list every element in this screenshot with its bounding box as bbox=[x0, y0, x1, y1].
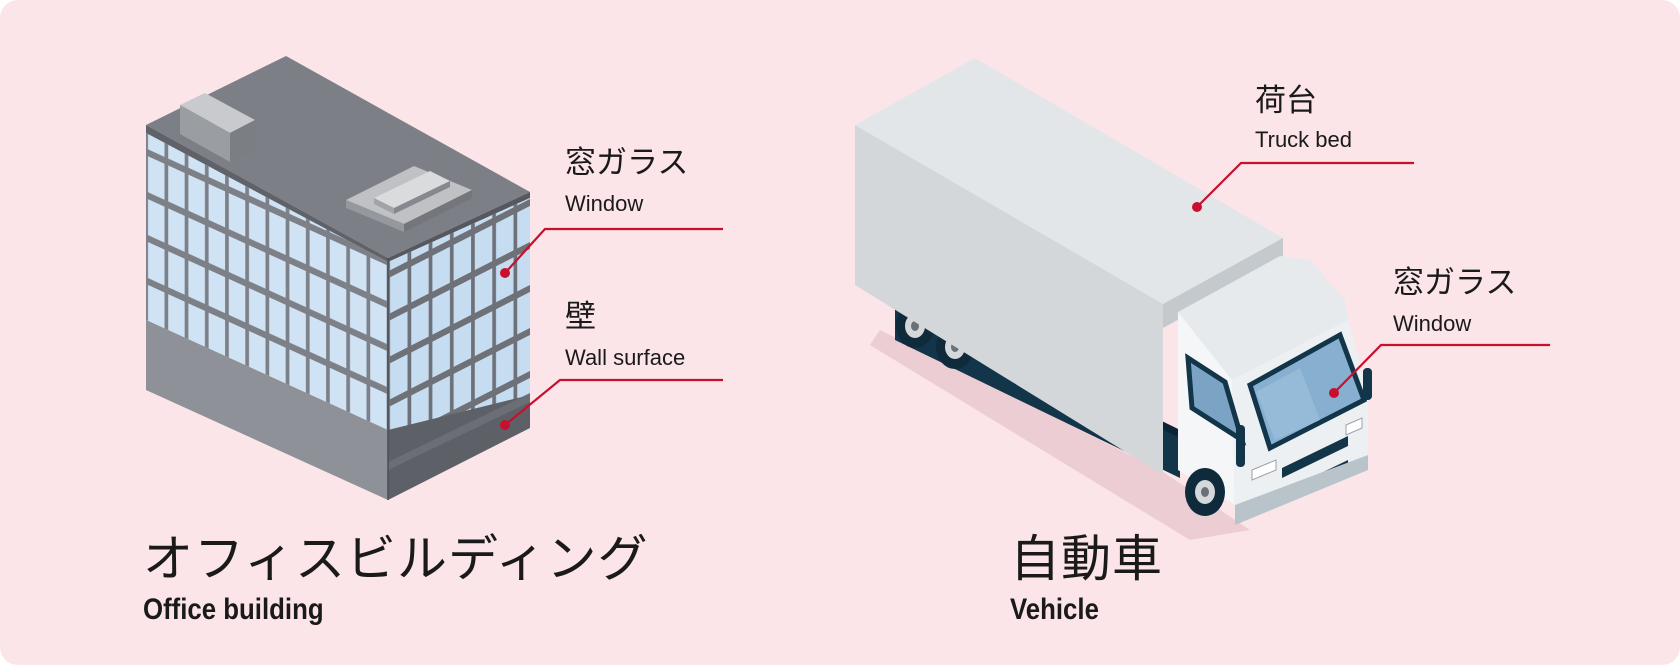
office-building-illustration bbox=[146, 56, 530, 500]
building-wall-label-jp: 壁 bbox=[565, 299, 596, 335]
building-wall-left bbox=[146, 320, 388, 500]
building-wall-label-en: Wall surface bbox=[565, 345, 686, 370]
truck-bed-side bbox=[855, 125, 1163, 475]
building-wall-right bbox=[388, 395, 530, 500]
vehicle-title-jp: 自動車 bbox=[1010, 530, 1163, 588]
truck-cab-roof bbox=[1178, 256, 1348, 380]
building-window-label-en: Window bbox=[565, 191, 644, 216]
truck-illustration bbox=[855, 58, 1372, 540]
building-window-facade-left bbox=[146, 133, 388, 430]
building-window-facade-right bbox=[388, 198, 530, 466]
callout-truck-bed bbox=[1196, 161, 1414, 208]
truck-bed-top bbox=[855, 58, 1283, 304]
truck-wheel bbox=[1185, 468, 1225, 516]
truck-bed-label-en: Truck bed bbox=[1255, 127, 1353, 152]
vehicle-title-en: Vehicle bbox=[1010, 593, 1099, 626]
truck-window-label-en: Window bbox=[1393, 311, 1472, 336]
rooftop-unit bbox=[180, 93, 255, 133]
callout-dots bbox=[500, 202, 1339, 430]
callout-lines bbox=[504, 161, 1550, 426]
truck-window-label-jp: 窓ガラス bbox=[1393, 265, 1517, 301]
truck-grille bbox=[1282, 436, 1348, 478]
truck-bed-label-jp: 荷台 bbox=[1255, 83, 1317, 119]
callout-building-wall bbox=[504, 378, 723, 426]
building-title-en: Office building bbox=[143, 593, 324, 626]
callout-building-window bbox=[504, 227, 723, 274]
callout-truck-window bbox=[1333, 343, 1550, 394]
building-title-jp: オフィスビルディング bbox=[143, 530, 649, 588]
building-window-label-jp: 窓ガラス bbox=[565, 145, 689, 181]
